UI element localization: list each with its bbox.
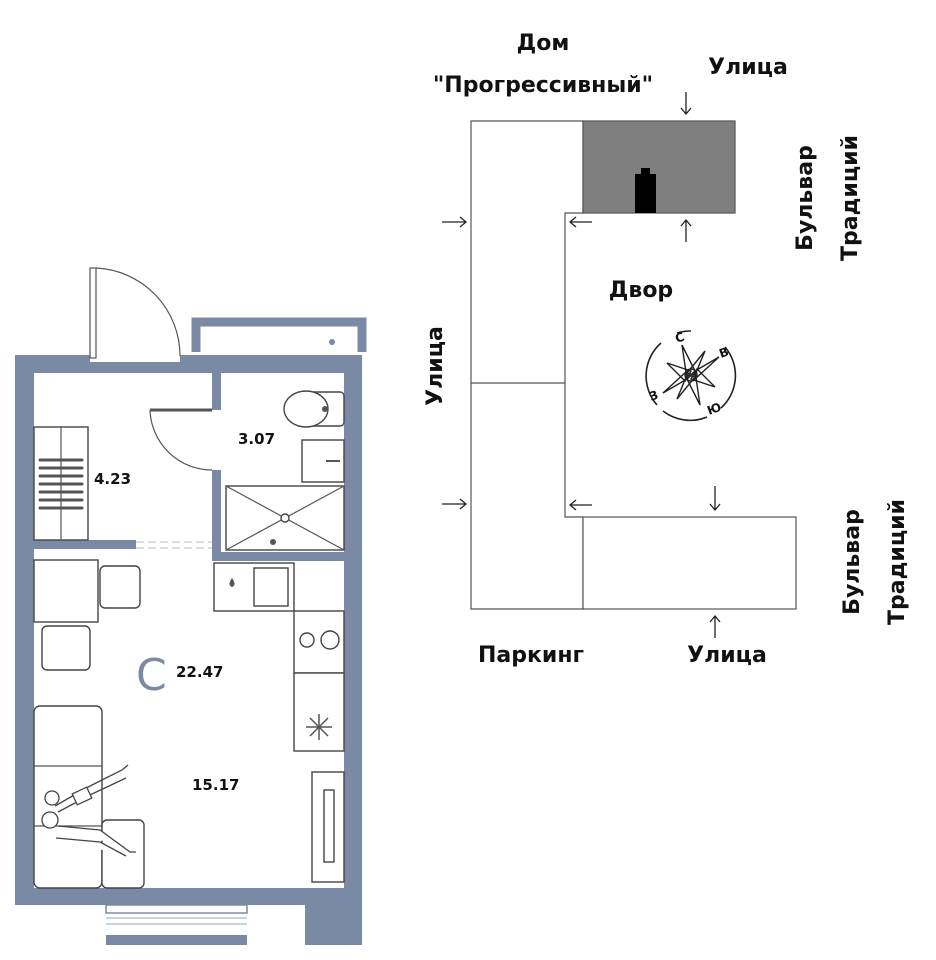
toilet-bowl [283, 390, 329, 428]
bath-door-swing [149, 409, 213, 471]
fridge [293, 672, 345, 752]
shower-drain [280, 513, 290, 523]
people-figures [41, 764, 136, 857]
window-frame [105, 904, 248, 914]
entry-arrows [442, 92, 721, 638]
building-west-wing [470, 120, 584, 610]
apartment-location-marker [635, 168, 656, 213]
arrow-west-2 [442, 498, 468, 510]
armchair [41, 625, 91, 671]
site-plan: Дом "Прогрессивный" Улица Двор Паркинг У… [423, 31, 910, 668]
entrance-door-leaf [89, 267, 97, 359]
washbasin [301, 439, 345, 483]
parking-label: Паркинг [478, 643, 584, 668]
shower-tap [270, 539, 276, 545]
hall-partition [34, 540, 136, 549]
boulevard-top-line1: Бульвар [793, 145, 818, 251]
compass-rose-icon: С В Ю З [645, 330, 737, 422]
arrow-south-up [709, 614, 721, 638]
boulevard-top-line2: Традиций [838, 135, 863, 261]
boulevard-bottom-line1: Бульвар [840, 509, 865, 615]
hall-area-label: 4.23 [94, 470, 131, 488]
arrow-courtyard-up [680, 218, 692, 242]
apartment-plan: С 22.47 4.23 3.07 15.17 [15, 267, 367, 945]
desk-chair [99, 565, 141, 609]
street-top-label: Улица [708, 55, 788, 80]
boulevard-bottom-line2: Традиций [885, 499, 910, 625]
living-area-label: 15.17 [192, 776, 239, 794]
balcony-rail [191, 317, 367, 352]
wardrobe-hangers [38, 458, 84, 510]
window-opening [106, 905, 247, 935]
tv [323, 789, 335, 863]
bath-wall-bottom [212, 470, 221, 552]
yard-label: Двор [609, 278, 673, 303]
arrow-top [680, 92, 692, 116]
building-name-line1: Дом [517, 31, 570, 56]
building-south-wing [582, 516, 797, 610]
compass-south: Ю [705, 400, 723, 418]
bath-floor-wall [212, 552, 344, 561]
highlighted-section [582, 120, 736, 214]
water-drop-icon [229, 578, 235, 587]
desk [33, 559, 99, 623]
bathroom-area-label: 3.07 [238, 430, 275, 448]
balcony-dot [329, 339, 335, 345]
street-left-label: Улица [423, 326, 448, 406]
room-type-symbol: С [136, 650, 167, 701]
compass-east: В [717, 345, 730, 361]
bath-wall-top [212, 362, 221, 410]
compass-west: З [647, 388, 660, 404]
arrow-south-down [709, 486, 721, 512]
street-bottom-label: Улица [687, 643, 767, 668]
arrow-yard-2 [568, 499, 592, 511]
total-area-label: 22.47 [176, 663, 223, 681]
snowflake-icon [306, 714, 332, 740]
arrow-yard-1 [568, 216, 592, 228]
building-name-line2: "Прогрессивный" [433, 73, 653, 98]
arrow-west-1 [442, 216, 468, 228]
burner-2 [320, 630, 340, 650]
kitchen-sink [253, 567, 289, 607]
entrance-door-swing [95, 267, 181, 357]
toilet-button [322, 406, 328, 412]
burner-1 [299, 632, 315, 648]
